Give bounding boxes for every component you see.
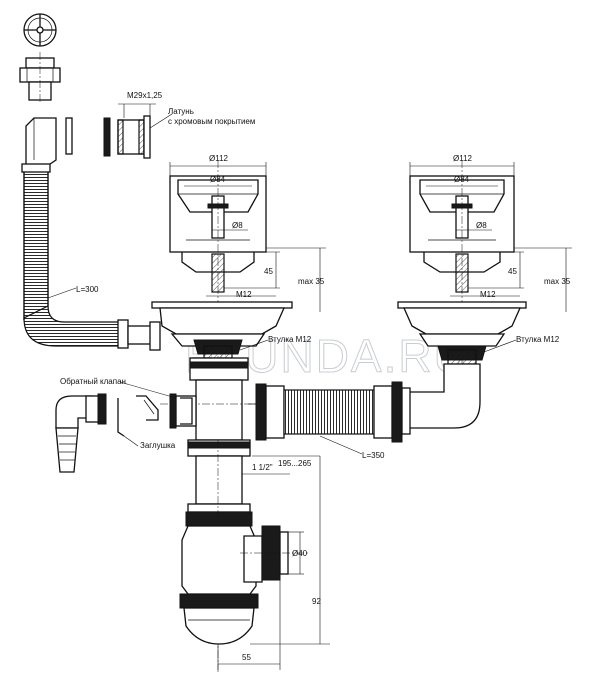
dim-d84-right: Ø84 (454, 175, 470, 184)
right-strainer-basket (409, 160, 515, 420)
dim-45-left: 45 (264, 267, 273, 276)
overflow-nut (19, 52, 61, 104)
right-sink-flange (397, 301, 527, 365)
hose-right-length-label: L=350 (362, 451, 385, 460)
dim-d8-right: Ø8 (476, 221, 487, 230)
plug-label: Заглушка (140, 441, 176, 450)
brass-nipple (117, 115, 151, 159)
overflow-elbow (25, 117, 111, 169)
dim-d8-left: Ø8 (232, 221, 243, 230)
thread-size-label: M29x1,25 (127, 91, 163, 100)
dim-m12-right: M12 (480, 290, 496, 299)
bushing-left-label: Втулка M12 (268, 335, 312, 344)
overflow-grille (23, 13, 57, 47)
dim-55: 55 (242, 653, 251, 662)
connecting-hose-right (248, 381, 411, 443)
left-sink-flange (151, 301, 293, 359)
bushing-right-label: Втулка M12 (516, 335, 560, 344)
siphon-tee-body (160, 357, 260, 457)
material-label-line2: с хромовым покрытием (168, 117, 255, 126)
dim-m12-left: M12 (236, 290, 252, 299)
vertical-drain-pipe (185, 440, 253, 672)
hose-left-length-label: L=300 (76, 285, 99, 294)
dishwasher-elbow (55, 393, 107, 473)
check-valve-label: Обратный клапан (60, 377, 126, 386)
dim-pipe-thread: 1 1/2" (252, 463, 273, 472)
plug-part (117, 395, 159, 437)
dim-d84-left: Ø84 (210, 175, 226, 184)
bottle-trap (179, 525, 259, 645)
dim-max35-right: max 35 (544, 277, 571, 286)
check-valve-assembly (169, 393, 197, 429)
dim-max35-left: max 35 (298, 277, 325, 286)
overflow-hose-left (21, 163, 129, 349)
overflow-inlet-pipe (127, 321, 161, 351)
dim-range: 195...265 (278, 459, 312, 468)
material-label-line1: Латунь (168, 107, 194, 116)
dim-92: 92 (312, 597, 321, 606)
dim-d40: Ø40 (292, 549, 308, 558)
trap-side-outlet (240, 525, 310, 583)
dim-d112-right: Ø112 (453, 154, 473, 163)
dim-d112-left: Ø112 (209, 154, 229, 163)
left-strainer-basket (169, 160, 267, 430)
dim-45-right: 45 (508, 267, 517, 276)
